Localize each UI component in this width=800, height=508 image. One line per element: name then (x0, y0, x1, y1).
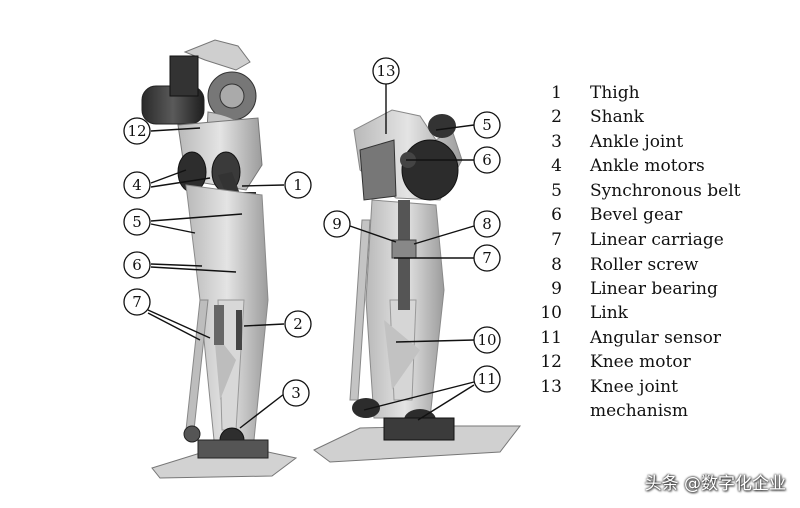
callout-number: 3 (291, 384, 301, 402)
callout-number: 12 (127, 122, 146, 140)
legend-item: 10 Link (540, 303, 628, 323)
callout-left-2: 2 (284, 310, 312, 338)
legend-item: 7 Linear carriage (551, 230, 724, 250)
callout-number: 6 (132, 256, 142, 274)
legend-number: 11 (540, 328, 562, 348)
legend-number: 1 (551, 83, 562, 103)
legend-item: 4 Ankle motors (551, 156, 705, 176)
callout-number: 6 (482, 151, 492, 169)
callout-right-7: 7 (473, 244, 501, 272)
callout-number: 13 (376, 62, 395, 80)
legend-item: 12 Knee motor (540, 352, 691, 372)
legend-number: 3 (551, 132, 562, 152)
legend-label: Linear bearing (590, 279, 718, 299)
callout-number: 10 (477, 331, 496, 349)
legend-number: 13 (540, 377, 562, 397)
legend-label: Angular sensor (589, 328, 722, 348)
callout-number: 1 (293, 176, 303, 194)
callout-right-11: 11 (473, 365, 501, 393)
callout-left-1: 1 (284, 171, 312, 199)
legend-label: Roller screw (590, 255, 699, 275)
right-prosthesis-illustration (313, 109, 522, 463)
legend-number: 2 (551, 107, 562, 127)
legend-item: 8 Roller screw (551, 255, 699, 275)
legend-label: Linear carriage (590, 230, 724, 250)
legend-number: 8 (551, 255, 562, 275)
callout-number: 4 (132, 176, 142, 194)
callout-number: 8 (482, 215, 492, 233)
legend-label: Shank (590, 107, 645, 127)
callout-right-13: 13 (372, 57, 400, 85)
callout-left-6: 6 (123, 251, 151, 279)
legend-label: Knee motor (590, 352, 692, 372)
legend-item: 1 Thigh (551, 83, 639, 103)
legend-number: 9 (551, 279, 562, 299)
legend-item: 9 Linear bearing (551, 279, 718, 299)
legend-number: 5 (551, 181, 562, 201)
callout-left-3: 3 (282, 379, 310, 407)
legend-label: Bevel gear (590, 205, 683, 225)
legend-label: Ankle joint (589, 132, 683, 152)
callout-number: 7 (132, 293, 142, 311)
right-leader-lines (349, 84, 475, 421)
legend-label: Link (590, 303, 629, 323)
legend-item: 2 Shank (551, 107, 645, 127)
callout-left-4: 4 (123, 171, 151, 199)
callout-number: 9 (332, 215, 342, 233)
legend-item: 5 Synchronous belt (551, 181, 740, 201)
callout-number: 5 (132, 213, 142, 231)
callout-number: 11 (477, 370, 496, 388)
legend-number: 4 (551, 156, 562, 176)
callout-number: 2 (293, 315, 303, 333)
callout-right-8: 8 (473, 210, 501, 238)
legend: 1 Thigh 2 Shank 3 Ankle joint 4 Ankle mo… (540, 83, 740, 421)
callout-right-6: 6 (473, 146, 501, 174)
callout-left-7: 7 (123, 288, 151, 316)
callout-number: 7 (482, 249, 492, 267)
legend-label: Ankle motors (589, 156, 705, 176)
callout-left-12: 12 (123, 117, 151, 145)
callout-right-10: 10 (473, 326, 501, 354)
legend-label-continued: mechanism (590, 401, 688, 421)
callout-number: 5 (482, 116, 492, 134)
callout-right-9: 9 (323, 210, 351, 238)
watermark: 头条 @数字化企业 (644, 474, 786, 494)
legend-label: Thigh (590, 83, 640, 103)
legend-number: 7 (551, 230, 562, 250)
legend-number: 10 (540, 303, 562, 323)
legend-item: 3 Ankle joint (551, 132, 683, 152)
left-prosthesis-illustration (141, 39, 298, 479)
legend-label: Synchronous belt (590, 181, 741, 201)
legend-item: 13 Knee joint mechanism (540, 377, 688, 421)
legend-number: 12 (540, 352, 562, 372)
left-leader-lines (147, 127, 285, 429)
callout-left-5: 5 (123, 208, 151, 236)
legend-item: 6 Bevel gear (551, 205, 683, 225)
legend-item: 11 Angular sensor (540, 328, 721, 348)
legend-number: 6 (551, 205, 562, 225)
callout-right-5: 5 (473, 111, 501, 139)
legend-label: Knee joint (590, 377, 678, 397)
